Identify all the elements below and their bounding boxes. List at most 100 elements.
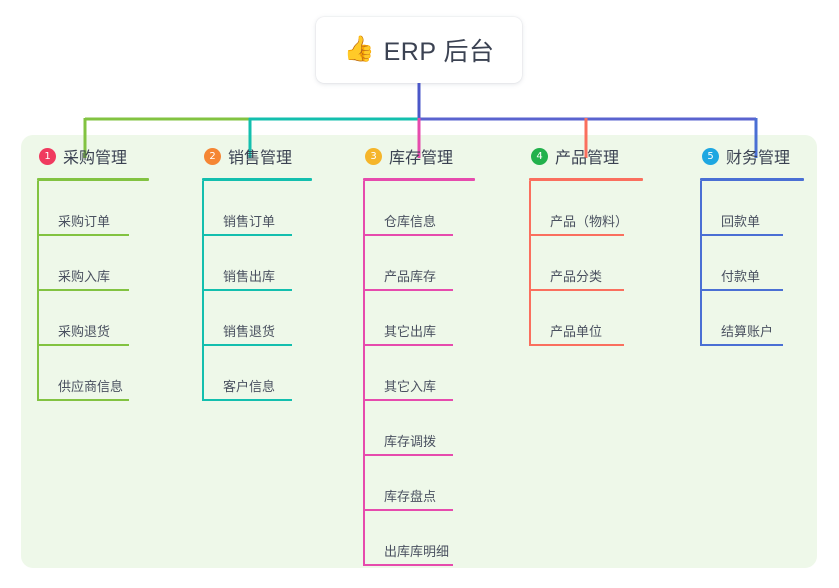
column-2: 2 销售管理销售订单销售出库销售退货客户信息: [202, 143, 312, 401]
column-items-5: 回款单付款单结算账户: [700, 181, 804, 346]
column-badge-2: 2: [204, 147, 221, 165]
list-item[interactable]: 出库库明细: [363, 511, 475, 566]
column-items-2: 销售订单销售出库销售退货客户信息: [202, 181, 312, 401]
list-item[interactable]: 付款单: [700, 236, 804, 291]
list-item[interactable]: 销售退货: [202, 291, 312, 346]
list-item[interactable]: 仓库信息: [363, 181, 475, 236]
list-item-label: 仓库信息: [384, 214, 437, 229]
list-item-rule: [363, 454, 453, 456]
list-item[interactable]: 供应商信息: [37, 346, 149, 401]
column-rule-5: [700, 178, 804, 181]
column-4: 4 产品管理产品（物料） 产品分类产品单位: [529, 143, 643, 346]
list-item-label: 销售退货: [223, 324, 276, 339]
list-item-rule: [202, 344, 292, 346]
list-item-label: 产品分类: [550, 269, 603, 284]
list-item-label: 客户信息: [223, 379, 276, 394]
list-item-rule: [202, 289, 292, 291]
column-title-5: 财务管理: [726, 150, 791, 167]
column-title-2: 销售管理: [228, 150, 293, 167]
list-item[interactable]: 采购退货: [37, 291, 149, 346]
list-item[interactable]: 其它出库: [363, 291, 475, 346]
list-item-label: 出库库明细: [384, 544, 450, 559]
column-rail-5: [700, 181, 702, 346]
list-item-label: 其它出库: [384, 324, 437, 339]
column-header-5[interactable]: 5 财务管理: [700, 143, 804, 169]
list-item-label: 库存盘点: [384, 489, 437, 504]
list-item-rule: [529, 234, 624, 236]
list-item[interactable]: 结算账户: [700, 291, 804, 346]
list-item[interactable]: 产品（物料）: [529, 181, 643, 236]
list-item-rule: [700, 344, 783, 346]
list-item-rule: [700, 234, 783, 236]
list-item[interactable]: 其它入库: [363, 346, 475, 401]
column-5: 5 财务管理回款单付款单结算账户: [700, 143, 804, 346]
root-title: ERP 后台: [383, 38, 495, 66]
root-node[interactable]: 👍 ERP 后台: [316, 17, 522, 83]
list-item-rule: [529, 289, 624, 291]
list-item-label: 供应商信息: [58, 379, 124, 394]
column-rail-4: [529, 181, 531, 346]
list-item-rule: [363, 234, 453, 236]
list-item-label: 销售出库: [223, 269, 276, 284]
list-item-label: 其它入库: [384, 379, 437, 394]
list-item-rule: [363, 509, 453, 511]
column-title-1: 采购管理: [63, 150, 128, 167]
list-item-rule: [363, 344, 453, 346]
list-item-rule: [529, 344, 624, 346]
column-rail-3: [363, 181, 365, 566]
column-items-3: 仓库信息产品库存其它出库其它入库库存调拨库存盘点出库库明细: [363, 181, 475, 566]
list-item[interactable]: 回款单: [700, 181, 804, 236]
list-item[interactable]: 产品分类: [529, 236, 643, 291]
list-item-rule: [363, 289, 453, 291]
diagram-panel: [21, 135, 817, 568]
list-item-rule: [202, 399, 292, 401]
list-item-label: 销售订单: [223, 214, 276, 229]
column-rule-3: [363, 178, 475, 181]
list-item-label: 回款单: [721, 214, 761, 229]
list-item[interactable]: 销售出库: [202, 236, 312, 291]
list-item-label: 产品库存: [384, 269, 437, 284]
list-item-rule: [37, 344, 129, 346]
list-item[interactable]: 库存调拨: [363, 401, 475, 456]
list-item-rule: [37, 289, 129, 291]
list-item[interactable]: 产品库存: [363, 236, 475, 291]
list-item[interactable]: 客户信息: [202, 346, 312, 401]
column-1: 1 采购管理采购订单采购入库采购退货供应商信息: [37, 143, 149, 401]
list-item-label: 采购订单: [58, 214, 111, 229]
list-item[interactable]: 产品单位: [529, 291, 643, 346]
column-title-3: 库存管理: [389, 150, 454, 167]
list-item-label: 产品单位: [550, 324, 603, 339]
column-items-1: 采购订单采购入库采购退货供应商信息: [37, 181, 149, 401]
list-item-rule: [202, 234, 292, 236]
column-3: 3 库存管理仓库信息产品库存其它出库其它入库库存调拨库存盘点出库库明细: [363, 143, 475, 566]
list-item-label: 库存调拨: [384, 434, 437, 449]
column-rail-2: [202, 181, 204, 401]
list-item-label: 产品（物料）: [550, 214, 629, 229]
list-item-label: 结算账户: [721, 324, 774, 339]
list-item[interactable]: 采购入库: [37, 236, 149, 291]
column-badge-1: 1: [39, 147, 56, 165]
column-badge-4: 4: [531, 147, 548, 165]
column-items-4: 产品（物料） 产品分类产品单位: [529, 181, 643, 346]
thumbs-up-icon: 👍: [343, 34, 375, 63]
column-header-1[interactable]: 1 采购管理: [37, 143, 149, 169]
column-badge-3: 3: [365, 147, 382, 165]
list-item[interactable]: 库存盘点: [363, 456, 475, 511]
list-item-label: 采购入库: [58, 269, 111, 284]
column-rule-1: [37, 178, 149, 181]
list-item[interactable]: 销售订单: [202, 181, 312, 236]
column-rule-2: [202, 178, 312, 181]
list-item-label: 付款单: [721, 269, 761, 284]
list-item-rule: [700, 289, 783, 291]
list-item-rule: [363, 564, 453, 566]
column-rule-4: [529, 178, 643, 181]
column-header-3[interactable]: 3 库存管理: [363, 143, 475, 169]
column-header-2[interactable]: 2 销售管理: [202, 143, 312, 169]
list-item-rule: [363, 399, 453, 401]
column-badge-5: 5: [702, 147, 719, 165]
list-item[interactable]: 采购订单: [37, 181, 149, 236]
list-item-label: 采购退货: [58, 324, 111, 339]
column-title-4: 产品管理: [555, 150, 620, 167]
column-header-4[interactable]: 4 产品管理: [529, 143, 643, 169]
list-item-rule: [37, 399, 129, 401]
